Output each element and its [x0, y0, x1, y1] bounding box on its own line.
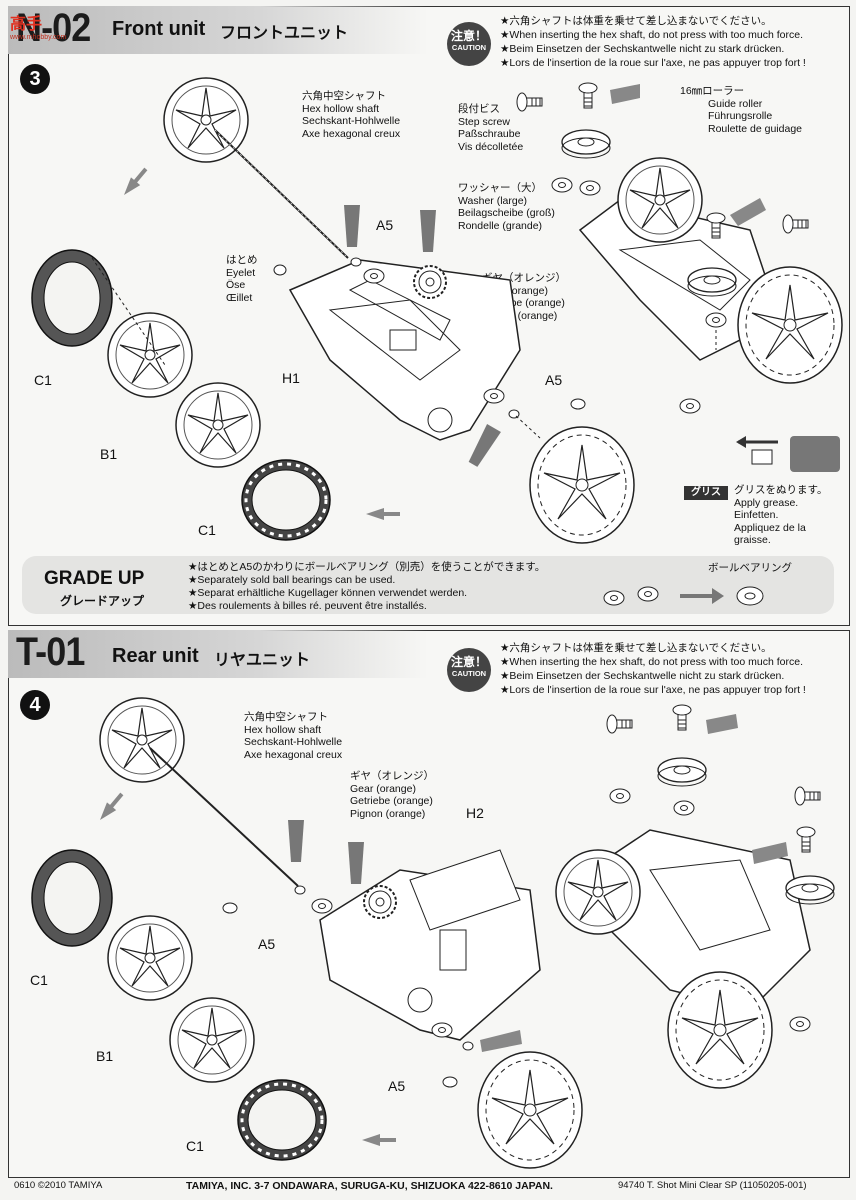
- front-step-number: 3: [20, 64, 50, 94]
- rear-part-h2: H2: [466, 805, 484, 821]
- grade-up-line-4: ★Des roulements à billes ré. peuvent êtr…: [188, 600, 427, 612]
- front-gear-label: ギヤ（オレンジ）Gear (orange)Getriebe (orange)Pi…: [482, 272, 566, 322]
- rear-caution-line-2: ★When inserting the hex shaft, do not pr…: [500, 656, 803, 668]
- front-part-a5-top: A5: [376, 217, 394, 233]
- front-caution-line-1: ★六角シャフトは体重を乗せて差し込まないでください。: [500, 15, 772, 27]
- grade-up-line-3: ★Separat erhältliche Kugellager können v…: [188, 587, 468, 599]
- rear-part-a5-bottom: A5: [388, 1078, 406, 1094]
- footer-right: 94740 T. Shot Mini Clear SP (11050205-00…: [618, 1180, 807, 1191]
- grade-up-title: GRADE UP: [44, 568, 145, 589]
- caution-jp: 注意！: [450, 29, 487, 43]
- rear-unit-section: [8, 630, 850, 1178]
- rear-caution-line-4: ★Lors de l'insertion de la roue sur l'ax…: [500, 684, 806, 696]
- rear-title-jp: リヤユニット: [214, 652, 311, 669]
- front-washer-label: ワッシャー（大）Washer (large)Beilagscheibe (gro…: [458, 182, 555, 232]
- rear-caution-badge: 注意！ CAUTION: [447, 648, 491, 692]
- front-step-code: N-02: [16, 6, 91, 50]
- watermark-chars: 高手: [10, 16, 43, 33]
- grade-up-panel: GRADE UP グレードアップ ★はとめとA5のかわりにボールベアリング（別売…: [22, 556, 834, 614]
- front-part-h1: H1: [282, 370, 300, 386]
- front-caution-line-4: ★Lors de l'insertion de la roue sur l'ax…: [500, 57, 806, 69]
- front-caution-badge: 注意！ CAUTION: [447, 22, 491, 66]
- front-guide-roller-label: 16㎜ローラー Guide roller Führungsrolle Roule…: [680, 85, 802, 135]
- rear-caution-line-1: ★六角シャフトは体重を乗せて差し込まないでください。: [500, 642, 772, 654]
- front-title-en: Front unit: [112, 18, 206, 40]
- front-part-a5-right: A5: [545, 372, 563, 388]
- rear-step-code: T-01: [16, 630, 85, 674]
- rear-step-number: 4: [20, 690, 50, 720]
- grade-up-line-2: ★Separately sold ball bearings can be us…: [188, 574, 396, 586]
- footer-left: 0610 ©2010 TAMIYA: [14, 1180, 103, 1191]
- caution-en: CAUTION: [451, 43, 487, 52]
- footer-center: TAMIYA, INC. 3-7 ONDAWARA, SURUGA-KU, SH…: [186, 1180, 553, 1192]
- grade-up-subtitle: グレードアップ: [60, 594, 145, 608]
- rear-part-a5-left: A5: [258, 936, 276, 952]
- front-part-c1-bottom: C1: [198, 522, 216, 538]
- grease-tag: グリス: [684, 486, 728, 500]
- front-title-jp: フロントユニット: [220, 25, 349, 42]
- front-caution-line-3: ★Beim Einsetzen der Sechskantwelle nicht…: [500, 43, 785, 55]
- grade-up-line-1: ★はとめとA5のかわりにボールベアリング（別売）を使うことができます。: [188, 561, 546, 573]
- watermark-logo: 高手 www.mhobby.com: [10, 10, 72, 41]
- rear-caution-line-3: ★Beim Einsetzen der Sechskantwelle nicht…: [500, 670, 785, 682]
- ball-bearing-label: ボールベアリング: [708, 562, 792, 574]
- front-caution-line-2: ★When inserting the hex shaft, do not pr…: [500, 29, 803, 41]
- rear-title-en: Rear unit: [112, 645, 199, 667]
- front-header-bar: [8, 6, 428, 54]
- front-grease-label: グリスをぬります。Apply grease.Einfetten.Applique…: [734, 484, 828, 546]
- rear-header-bar: [8, 630, 428, 678]
- rear-gear-label: ギヤ（オレンジ）Gear (orange)Getriebe (orange)Pi…: [350, 770, 434, 820]
- rear-part-b1: B1: [96, 1048, 114, 1064]
- rear-part-c1-left: C1: [30, 972, 48, 988]
- watermark-url: www.mhobby.com: [10, 34, 67, 41]
- rear-part-c1-bottom: C1: [186, 1138, 204, 1154]
- front-part-b1: B1: [100, 446, 118, 462]
- front-part-c1-left: C1: [34, 372, 52, 388]
